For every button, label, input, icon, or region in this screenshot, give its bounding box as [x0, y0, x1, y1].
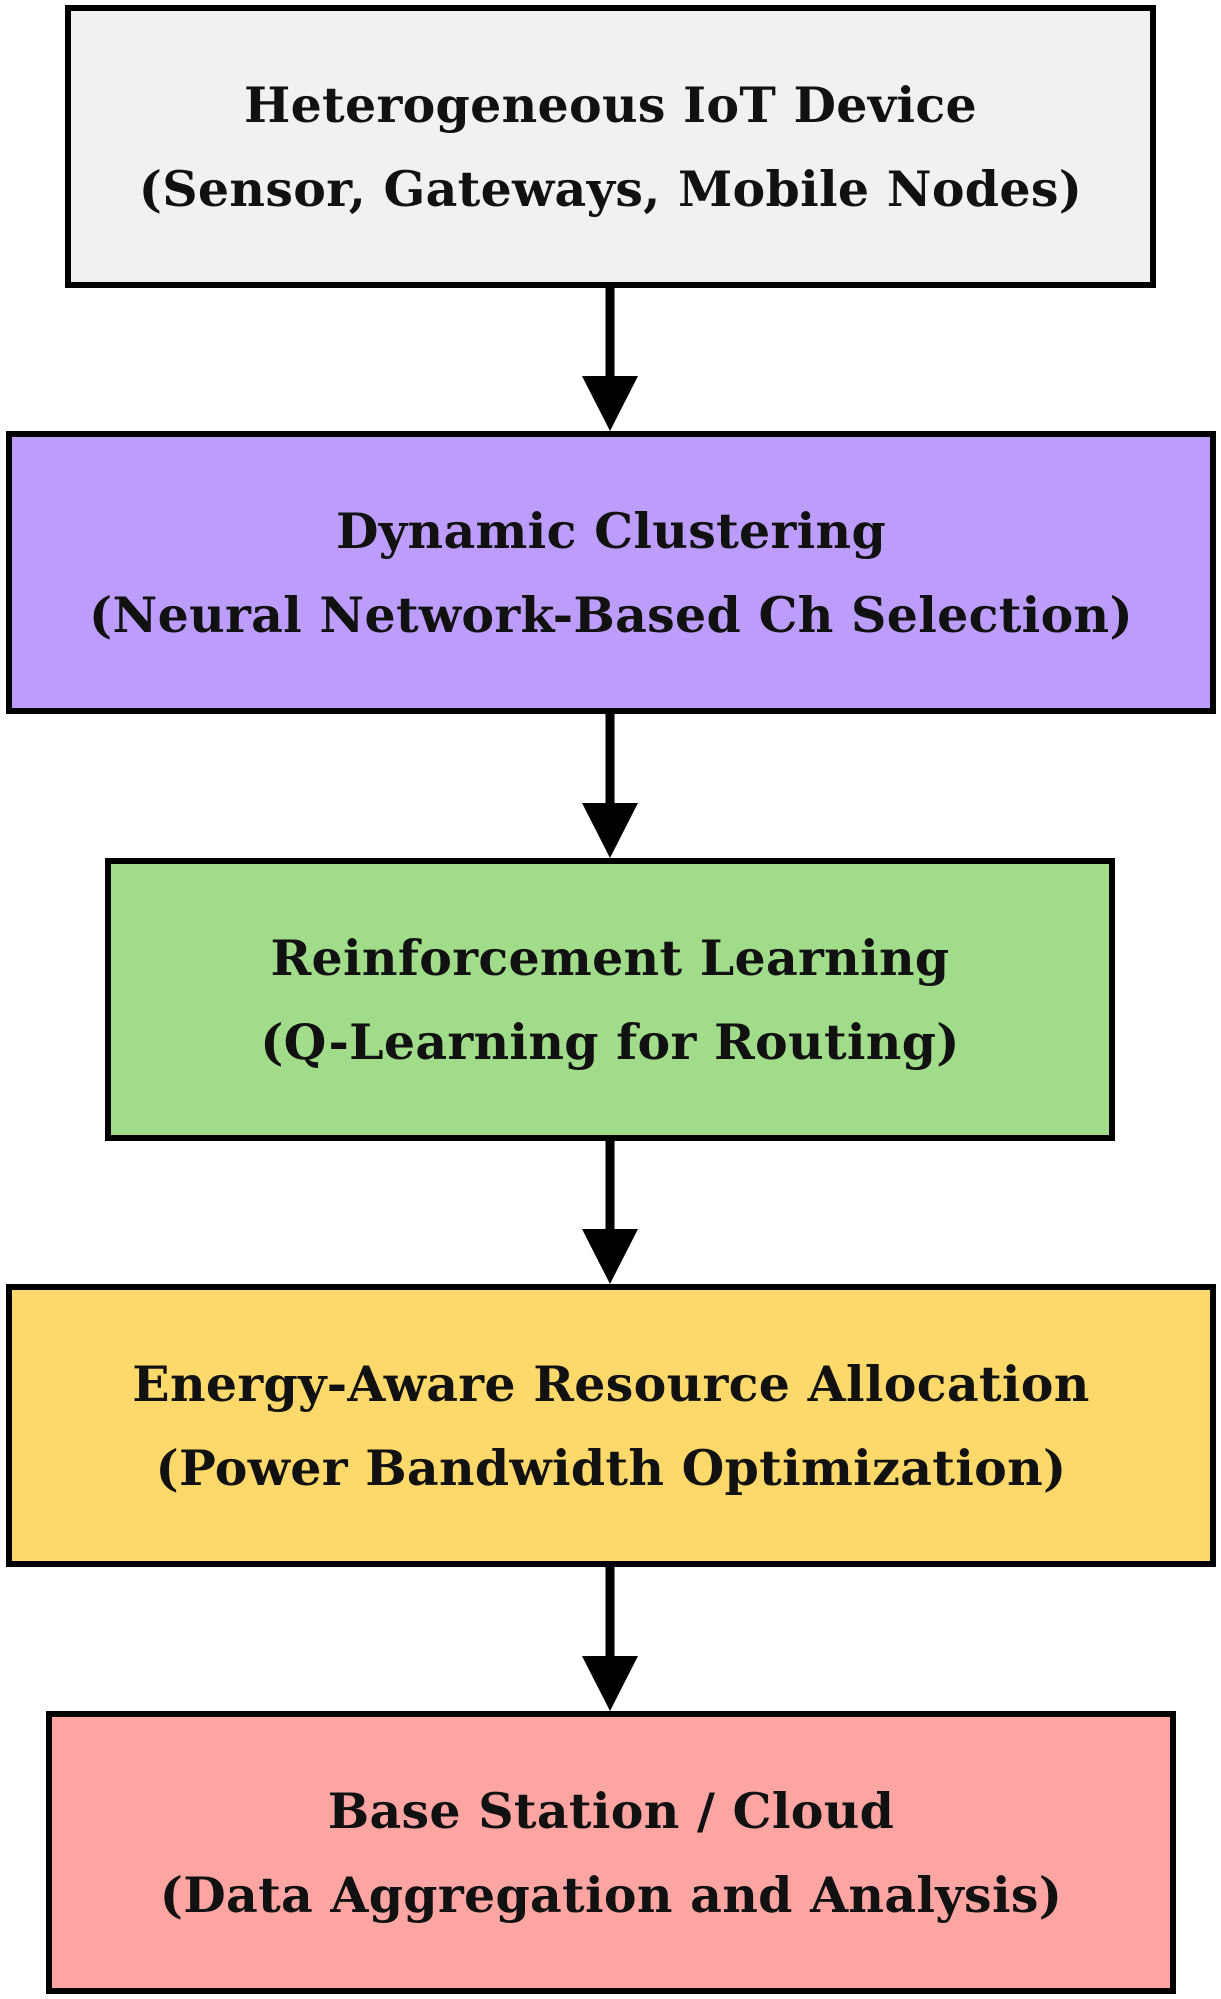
- flow-box-reinforcement-learning: Reinforcement Learning (Q-Learning for R…: [105, 858, 1115, 1141]
- flow-box-iot-devices: Heterogeneous IoT Device (Sensor, Gatewa…: [65, 5, 1156, 288]
- flow-box-title: Base Station / Cloud: [327, 1781, 895, 1840]
- flow-box-dynamic-clustering: Dynamic Clustering (Neural Network-Based…: [6, 431, 1216, 714]
- flow-arrow-down-3: [582, 1141, 638, 1284]
- flow-arrow-down-1: [582, 288, 638, 431]
- flow-box-subtitle: (Data Aggregation and Analysis): [159, 1865, 1063, 1924]
- flow-box-subtitle: (Sensor, Gateways, Mobile Nodes): [138, 159, 1083, 218]
- flow-box-title: Energy-Aware Resource Allocation: [132, 1354, 1090, 1413]
- flow-box-title: Heterogeneous IoT Device: [243, 75, 978, 134]
- flow-arrow-down-2: [582, 714, 638, 858]
- flow-box-resource-allocation: Energy-Aware Resource Allocation (Power …: [6, 1284, 1216, 1567]
- flow-box-base-station-cloud: Base Station / Cloud (Data Aggregation a…: [46, 1711, 1176, 1994]
- flow-box-subtitle: (Neural Network-Based Ch Selection): [89, 585, 1133, 644]
- flow-box-subtitle: (Power Bandwidth Optimization): [155, 1438, 1067, 1497]
- flow-arrow-down-4: [582, 1567, 638, 1711]
- flow-box-title: Dynamic Clustering: [335, 501, 887, 560]
- flow-box-subtitle: (Q-Learning for Routing): [260, 1012, 960, 1071]
- flow-box-title: Reinforcement Learning: [270, 928, 950, 987]
